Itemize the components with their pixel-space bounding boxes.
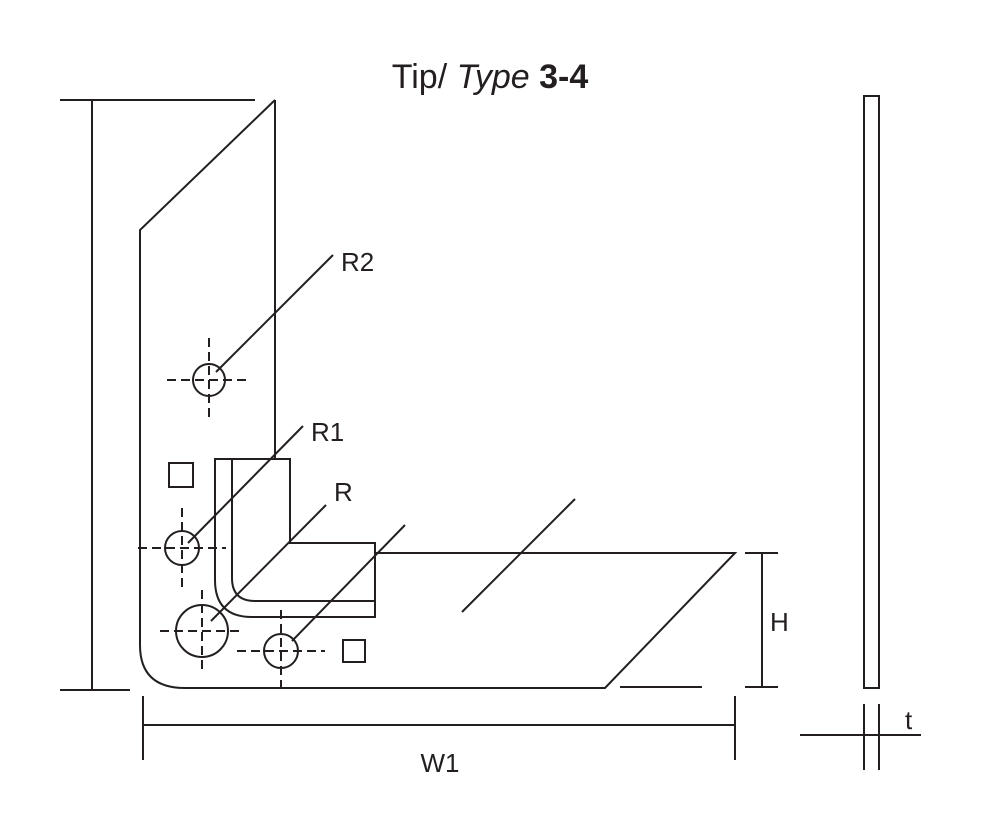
square-hole-bottom bbox=[342, 639, 366, 663]
inner-bracket-outer bbox=[214, 458, 376, 618]
title-type-number: 3-4 bbox=[539, 58, 588, 96]
leader-r2 bbox=[215, 254, 334, 373]
hole-r2 bbox=[167, 338, 251, 422]
label-r2: R2 bbox=[341, 247, 374, 277]
hole-r bbox=[160, 590, 244, 674]
drawing-title: Tip/ Type 3-4 bbox=[392, 58, 589, 96]
section-hatch bbox=[461, 498, 576, 613]
label-r: R bbox=[334, 477, 353, 507]
title-prefix: Tip/ bbox=[392, 58, 457, 96]
hole-small bbox=[237, 610, 325, 692]
side-view-plate bbox=[863, 95, 880, 689]
leader-r bbox=[210, 504, 327, 622]
title-italic: Type bbox=[457, 58, 530, 96]
leader-r1 bbox=[187, 425, 304, 544]
inner-bracket-inner bbox=[231, 459, 375, 602]
label-r1: R1 bbox=[311, 417, 344, 447]
label-t: t bbox=[905, 705, 913, 735]
square-hole-top bbox=[168, 462, 194, 488]
label-w1: W1 bbox=[421, 748, 460, 778]
bracket-outline bbox=[139, 99, 738, 689]
leader-small-hole bbox=[291, 524, 406, 642]
hole-r1 bbox=[138, 508, 226, 592]
label-h: H bbox=[770, 607, 789, 637]
